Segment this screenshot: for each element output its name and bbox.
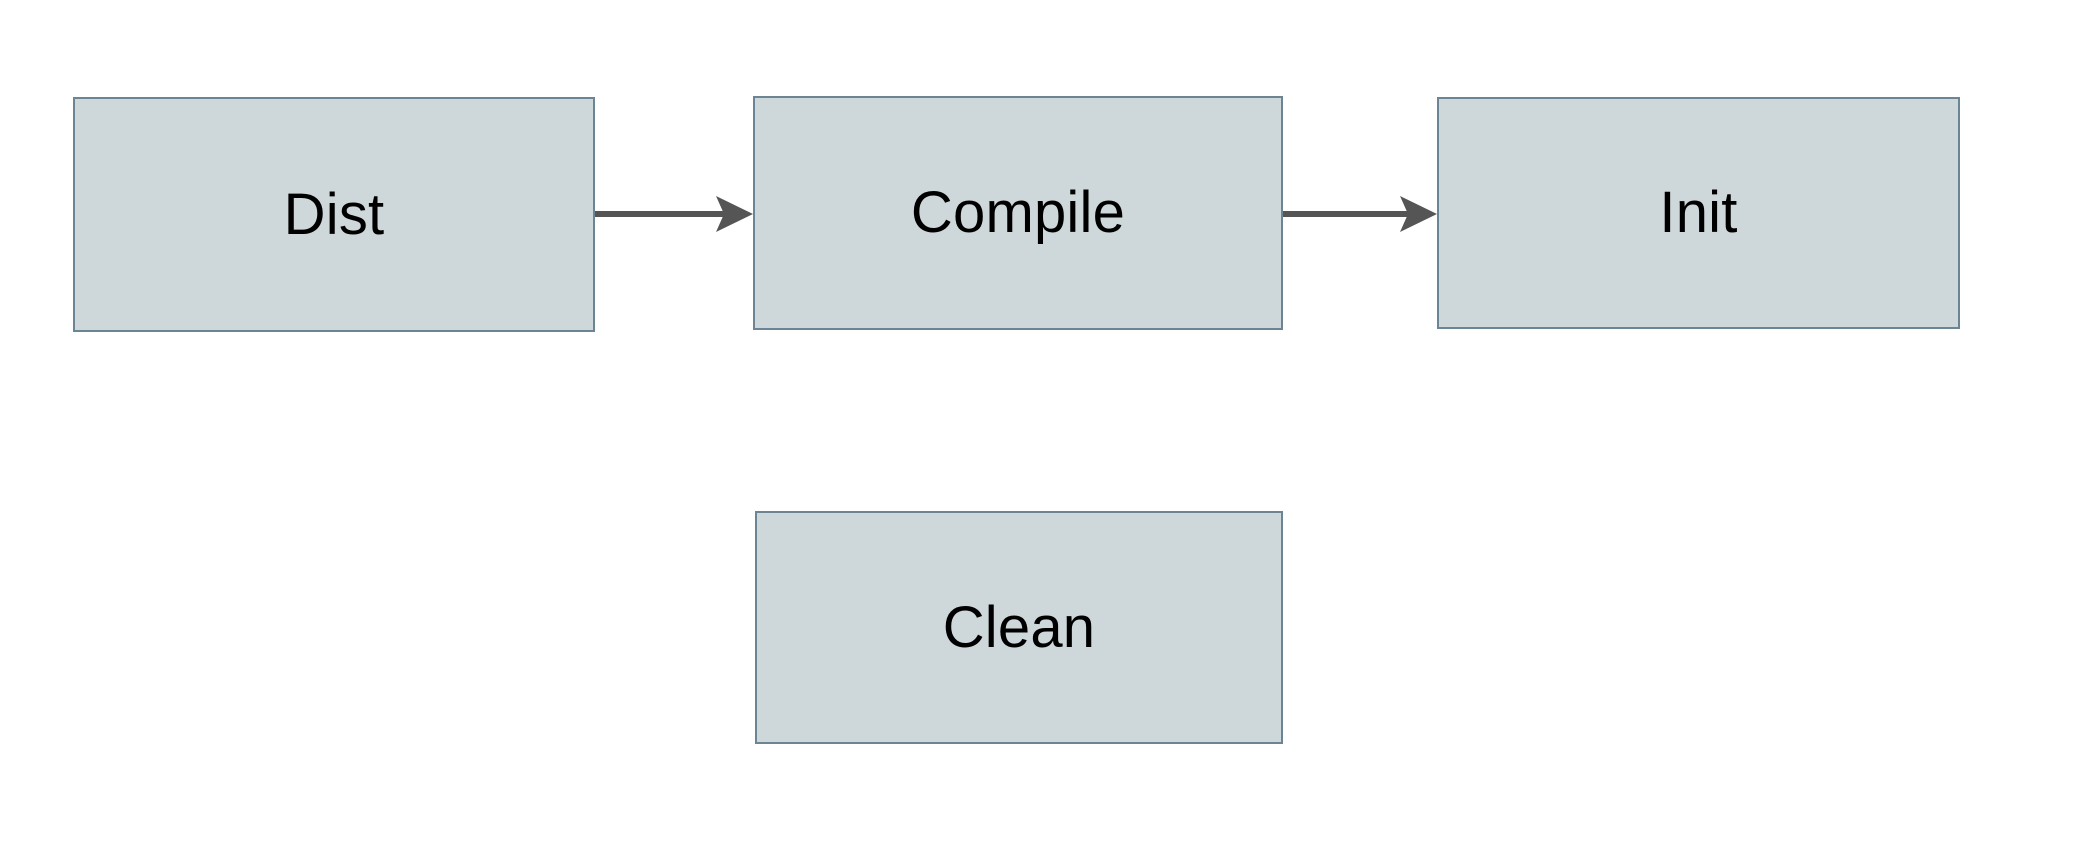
node-dist[interactable]: Dist bbox=[73, 97, 595, 332]
node-init-label: Init bbox=[1659, 180, 1738, 245]
node-clean[interactable]: Clean bbox=[755, 511, 1283, 744]
node-compile-label: Compile bbox=[910, 180, 1126, 245]
edge-dist-to-compile[interactable] bbox=[590, 188, 760, 240]
node-dist-label: Dist bbox=[283, 181, 385, 247]
node-compile[interactable]: Compile bbox=[753, 96, 1283, 330]
node-clean-label: Clean bbox=[942, 594, 1096, 660]
arrowhead-icon bbox=[716, 196, 753, 232]
node-init[interactable]: Init bbox=[1437, 97, 1960, 329]
arrowhead-icon bbox=[1400, 196, 1437, 232]
edge-compile-to-init[interactable] bbox=[1278, 188, 1444, 240]
